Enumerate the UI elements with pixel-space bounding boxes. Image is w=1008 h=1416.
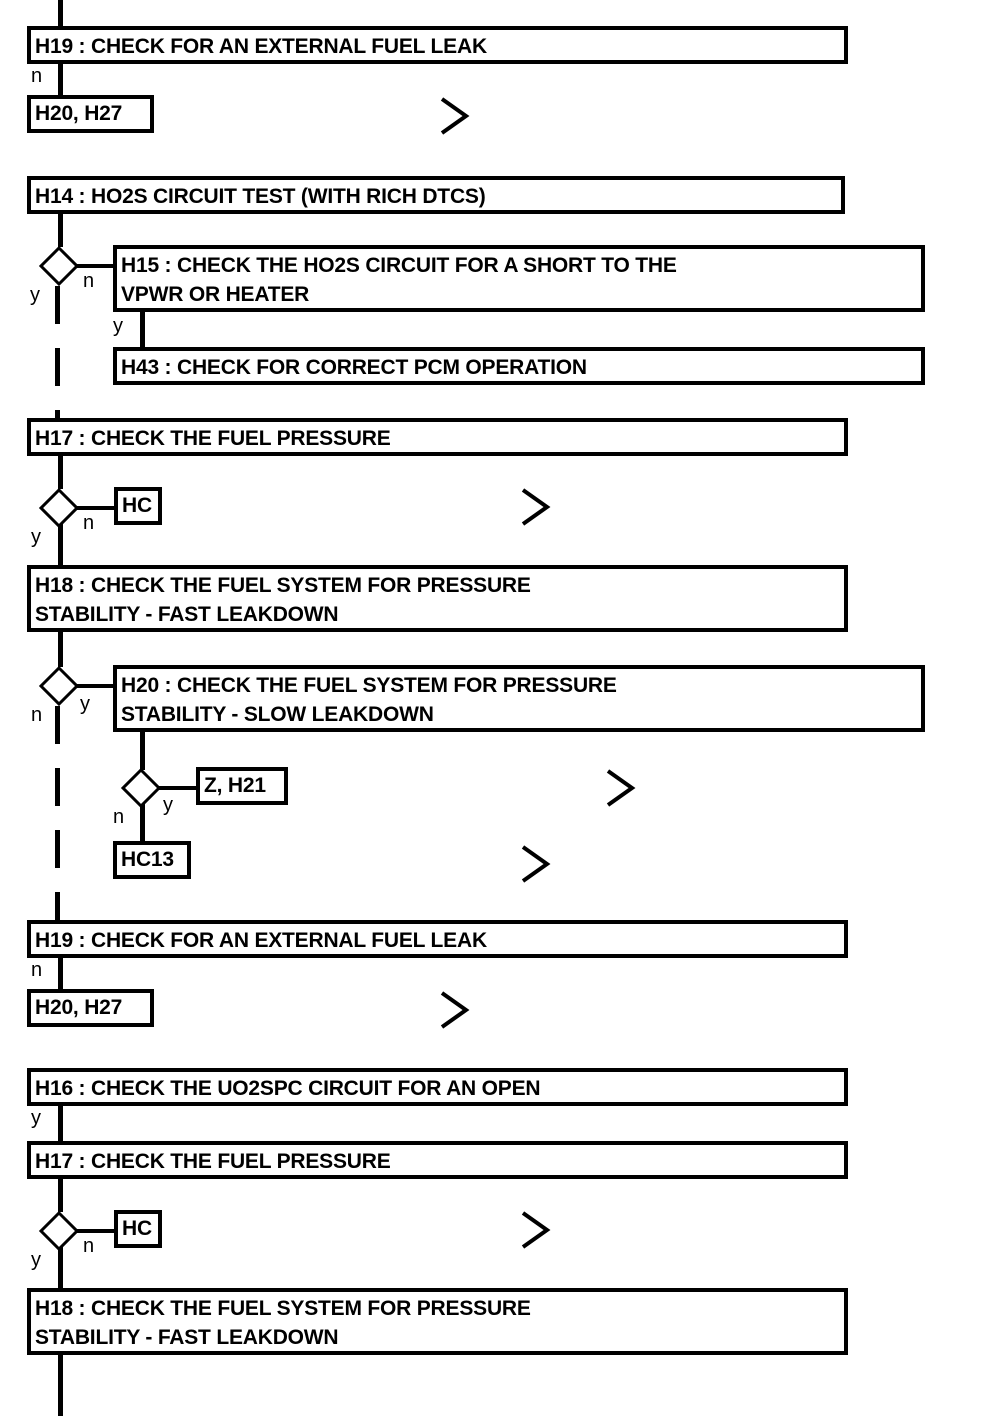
connector-h20-decision-to-hc13 [140,804,145,842]
branch-label-n-h17-1: n [83,512,95,534]
node-h19-external-fuel-leak-1[interactable]: H19 : CHECK FOR AN EXTERNAL FUEL LEAK [27,26,848,64]
decision-diamond-h17-1[interactable] [38,487,80,529]
node-h20-slow-leakdown[interactable]: H20 : CHECK THE FUEL SYSTEM FOR PRESSURE… [113,665,925,732]
connector-entry-top [58,0,63,27]
chevron-right-icon-6 [519,1209,555,1251]
node-h19-external-fuel-leak-2[interactable]: H19 : CHECK FOR AN EXTERNAL FUEL LEAK [27,920,848,958]
connector-h18-to-decision-1 [58,630,63,667]
branch-label-n-1: n [31,65,43,87]
node-h17-check-fuel-pressure-2[interactable]: H17 : CHECK THE FUEL PRESSURE [27,1141,848,1179]
node-h18-fast-leakdown-1[interactable]: H18 : CHECK THE FUEL SYSTEM FOR PRESSURE… [27,565,848,632]
decision-diamond-h20[interactable] [120,767,162,809]
connector-h20-decision-to-z-h21 [156,786,198,790]
connector-h14-decision-to-h15 [74,264,116,268]
branch-label-y-h20: y [163,794,173,816]
node-h14-ho2s-circuit-test[interactable]: H14 : HO2S CIRCUIT TEST (WITH RICH DTCS) [27,176,845,214]
chevron-right-icon-3 [604,767,640,809]
connector-h18-decision-to-h20 [74,684,116,688]
node-h17-check-fuel-pressure-1[interactable]: H17 : CHECK THE FUEL PRESSURE [27,418,848,456]
decision-diamond-h17-2[interactable] [38,1210,80,1252]
connector-h14-to-decision [58,212,63,247]
branch-label-n-h14: n [83,270,95,292]
node-h43-pcm-operation[interactable]: H43 : CHECK FOR CORRECT PCM OPERATION [113,347,925,385]
connector-h20-to-decision [140,730,145,770]
node-z-h21-terminal[interactable]: Z, H21 [196,767,288,805]
branch-label-n-2: n [31,959,43,981]
node-h15-ho2s-short-vpwr[interactable]: H15 : CHECK THE HO2S CIRCUIT FOR A SHORT… [113,245,925,312]
node-h18-fast-leakdown-2[interactable]: H18 : CHECK THE FUEL SYSTEM FOR PRESSURE… [27,1288,848,1355]
node-hc-terminal-2[interactable]: HC [114,1210,162,1248]
connector-h19-to-h20h27-1 [58,62,63,96]
connector-h16-to-h17 [58,1104,63,1142]
decision-diamond-h18-1[interactable] [38,665,80,707]
branch-label-y-h18-1: y [80,693,90,715]
chevron-right-icon-2 [519,486,555,528]
node-hc-terminal-1[interactable]: HC [114,487,162,525]
connector-decision-to-h18-1 [58,524,63,566]
node-h16-uo2spc-open[interactable]: H16 : CHECK THE UO2SPC CIRCUIT FOR AN OP… [27,1068,848,1106]
node-h20-h27-terminal-1[interactable]: H20, H27 [27,95,154,133]
connector-decision-to-h18-2 [58,1247,63,1289]
connector-dashed-trunk-2 [55,706,60,920]
connector-h17-decision-to-hc-1 [74,506,116,510]
chevron-right-icon-5 [438,989,474,1031]
branch-label-y-h17-1: y [31,526,41,548]
decision-diamond-h14[interactable] [38,245,80,287]
branch-label-y-h17-2: y [31,1249,41,1271]
branch-label-y-h16: y [31,1107,41,1129]
connector-h17-to-decision-1 [58,454,63,489]
chevron-right-icon-1 [438,95,474,137]
connector-h17-decision-to-hc-2 [74,1229,116,1233]
branch-label-n-h18-1: n [31,704,43,726]
branch-label-n-h17-2: n [83,1235,95,1257]
node-hc13-terminal[interactable]: HC13 [113,841,191,879]
branch-label-y-h14: y [30,284,40,306]
branch-label-n-h20: n [113,806,125,828]
connector-dashed-trunk-1 [55,286,60,418]
node-h20-h27-terminal-2[interactable]: H20, H27 [27,989,154,1027]
chevron-right-icon-4 [519,843,555,885]
connector-h17-to-decision-2 [58,1177,63,1212]
connector-exit-bottom [58,1353,63,1416]
connector-h15-to-h43 [140,310,145,348]
connector-h19-to-h20h27-2 [58,956,63,990]
branch-label-y-h15: y [113,315,123,337]
